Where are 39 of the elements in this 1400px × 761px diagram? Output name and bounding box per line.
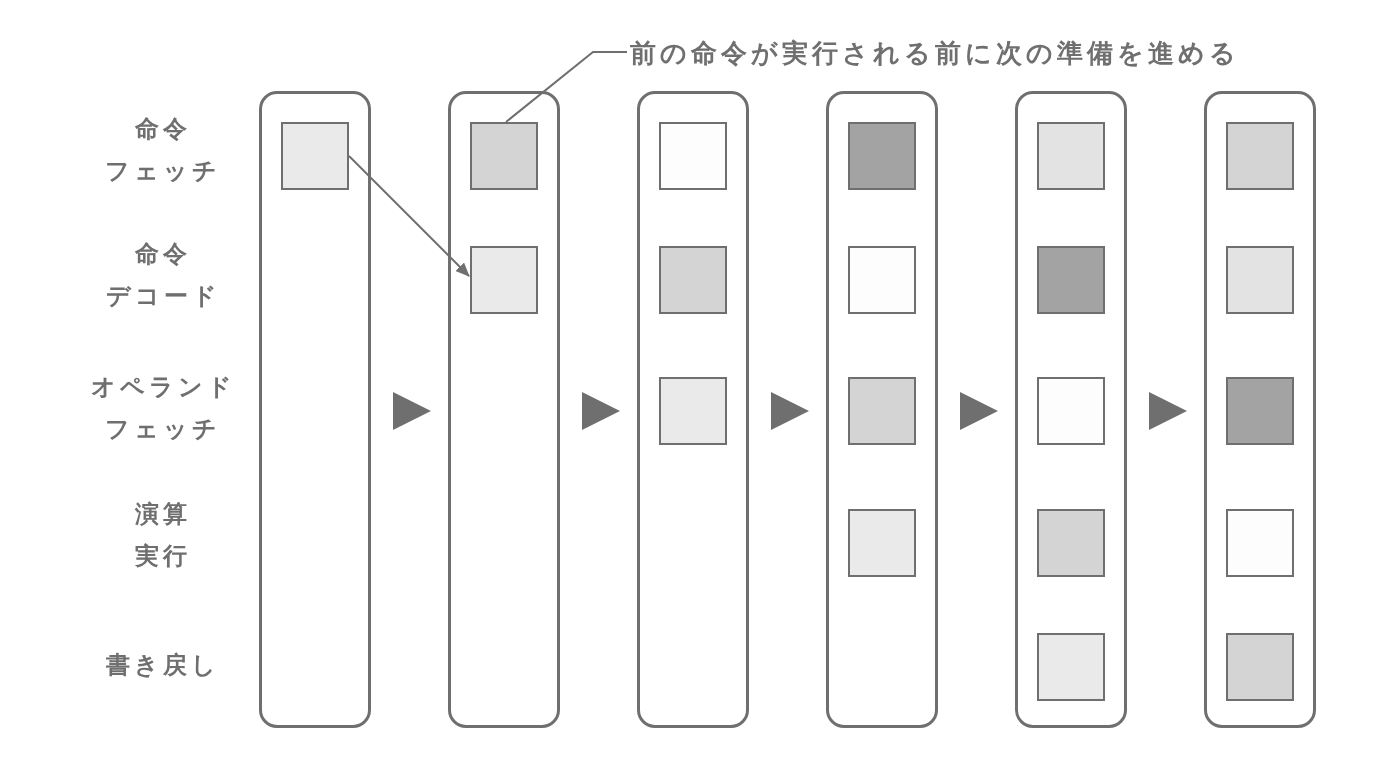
instruction-square (1226, 122, 1294, 190)
instruction-square (1226, 633, 1294, 701)
instruction-square (470, 122, 538, 190)
stage-column (1204, 91, 1316, 728)
stage-column (448, 91, 560, 728)
instruction-square (1226, 377, 1294, 445)
instruction-square (1037, 246, 1105, 314)
instruction-square (1037, 377, 1105, 445)
instruction-square (1226, 509, 1294, 577)
instruction-square (1226, 246, 1294, 314)
annotation-text: 前の命令が実行される前に次の準備を進める (630, 33, 1240, 73)
stage-column (259, 91, 371, 728)
instruction-square (848, 122, 916, 190)
arrow (582, 392, 620, 430)
stage-label: 命令デコード (104, 239, 222, 312)
arrow (1149, 392, 1187, 430)
stage-column (826, 91, 938, 728)
stage-label: 演算実行 (134, 499, 192, 572)
instruction-square (281, 122, 349, 190)
stage-label: 書き戻し (105, 650, 221, 681)
arrow (348, 155, 470, 277)
stage-column (637, 91, 749, 728)
instruction-square (659, 122, 727, 190)
stage-label: オペランドフェッチ (89, 372, 237, 445)
stage-label: 命令フェッチ (104, 114, 222, 187)
instruction-square (470, 246, 538, 314)
instruction-square (848, 246, 916, 314)
instruction-square (1037, 633, 1105, 701)
instruction-square (848, 377, 916, 445)
instruction-square (659, 377, 727, 445)
instruction-square (1037, 509, 1105, 577)
arrow (960, 392, 998, 430)
instruction-square (1037, 122, 1105, 190)
arrow (393, 392, 431, 430)
leader-line (505, 51, 628, 123)
stage-column (1015, 91, 1127, 728)
instruction-square (848, 509, 916, 577)
arrow (771, 392, 809, 430)
instruction-square (659, 246, 727, 314)
